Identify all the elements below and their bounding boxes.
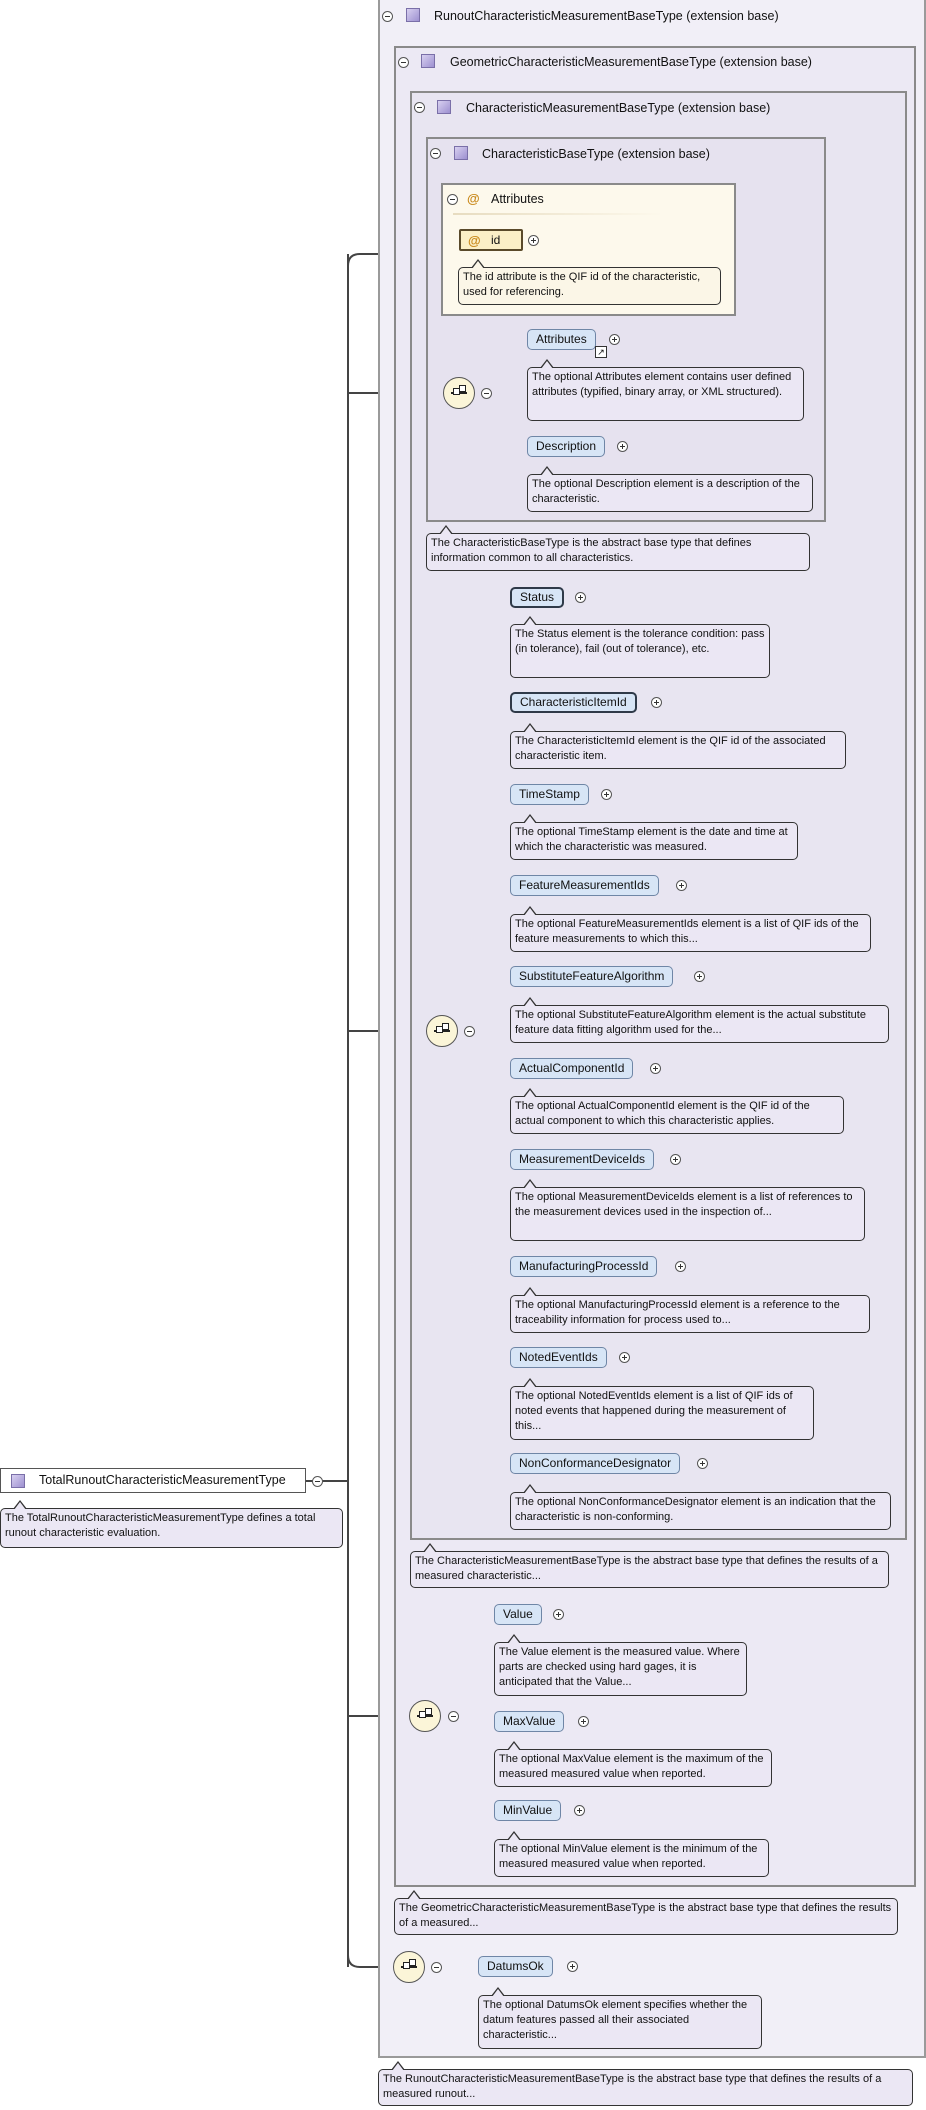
expand-element-icon[interactable] — [651, 697, 662, 708]
element-actual-component-id[interactable]: ActualComponentId — [510, 1058, 634, 1079]
root-type-box[interactable]: TotalRunoutCharacteristicMeasurementType — [0, 1468, 306, 1493]
element-feature-measurement-ids[interactable]: FeatureMeasurementIds — [510, 875, 659, 896]
geometric-box-title: GeometricCharacteristicMeasurementBaseTy… — [450, 55, 812, 69]
element-status-doc: The Status element is the tolerance cond… — [510, 616, 770, 678]
id-attribute-label: id — [491, 233, 501, 247]
element-min-value[interactable]: MinValue — [494, 1800, 562, 1821]
expand-element-icon[interactable] — [676, 880, 687, 891]
expand-element-icon[interactable] — [650, 1063, 661, 1074]
expand-element-icon[interactable] — [617, 441, 628, 452]
element-datums-ok-doc: The optional DatumsOk element specifies … — [478, 1987, 762, 2049]
attributes-title-separator — [453, 213, 663, 215]
element-characteristic-item-id[interactable]: CharacteristicItemId — [510, 692, 637, 713]
element-noted-event-ids-doc: The optional NotedEventIds element is a … — [510, 1378, 814, 1440]
expand-element-icon[interactable] — [609, 334, 620, 345]
complex-type-icon — [454, 146, 468, 160]
base-box-title: CharacteristicBaseType (extension base) — [482, 147, 710, 161]
element-description-doc: The optional Description element is a de… — [527, 466, 813, 512]
complex-type-icon — [11, 1474, 25, 1488]
element-attributes[interactable]: Attributes — [527, 329, 596, 350]
id-attribute-doc: The id attribute is the QIF id of the ch… — [458, 259, 721, 305]
element-manufacturing-process-id[interactable]: ManufacturingProcessId — [510, 1256, 658, 1277]
element-timestamp-doc: The optional TimeStamp element is the da… — [510, 814, 798, 860]
collapse-sequence-icon[interactable] — [448, 1711, 459, 1722]
collapse-root-icon[interactable] — [312, 1476, 323, 1487]
element-measurement-device-ids-doc: The optional MeasurementDeviceIds elemen… — [510, 1179, 865, 1241]
expand-element-icon[interactable] — [697, 1458, 708, 1469]
element-description[interactable]: Description — [527, 436, 606, 457]
expand-element-icon[interactable] — [553, 1609, 564, 1620]
element-value-doc: The Value element is the measured value.… — [494, 1634, 747, 1696]
element-max-value-doc: The optional MaxValue element is the max… — [494, 1741, 772, 1787]
element-substitute-feature-algorithm-doc: The optional SubstituteFeatureAlgorithm … — [510, 997, 889, 1043]
element-manufacturing-process-id-doc: The optional ManufacturingProcessId elem… — [510, 1287, 870, 1333]
runout-box-doc: The RunoutCharacteristicMeasurementBaseT… — [378, 2061, 913, 2106]
attribute-at-icon: @ — [468, 233, 481, 248]
sequence-compositor-icon[interactable] — [409, 1700, 441, 1732]
expand-element-icon[interactable] — [675, 1261, 686, 1272]
element-noted-event-ids[interactable]: NotedEventIds — [510, 1347, 607, 1368]
expand-id-icon[interactable] — [528, 235, 539, 246]
reference-link-icon[interactable]: ↗ — [595, 346, 607, 358]
element-feature-measurement-ids-doc: The optional FeatureMeasurementIds eleme… — [510, 906, 871, 952]
expand-element-icon[interactable] — [574, 1805, 585, 1816]
element-measurement-device-ids[interactable]: MeasurementDeviceIds — [510, 1149, 655, 1170]
element-non-conformance-designator[interactable]: NonConformanceDesignator — [510, 1453, 681, 1474]
expand-element-icon[interactable] — [694, 971, 705, 982]
element-datums-ok[interactable]: DatumsOk — [478, 1956, 553, 1977]
collapse-runout-icon[interactable] — [382, 11, 393, 22]
expand-element-icon[interactable] — [578, 1716, 589, 1727]
base-box-doc: The CharacteristicBaseType is the abstra… — [426, 525, 810, 571]
measurement-box-doc: The CharacteristicMeasurementBaseType is… — [410, 1543, 889, 1588]
complex-type-icon — [406, 8, 420, 22]
complex-type-icon — [437, 100, 451, 114]
collapse-sequence-icon[interactable] — [431, 1962, 442, 1973]
element-value[interactable]: Value — [494, 1604, 542, 1625]
geometric-box-doc: The GeometricCharacteristicMeasurementBa… — [394, 1890, 898, 1935]
id-attribute[interactable]: @ id — [459, 229, 523, 251]
expand-element-icon[interactable] — [670, 1154, 681, 1165]
element-non-conformance-designator-doc: The optional NonConformanceDesignator el… — [510, 1484, 891, 1530]
complex-type-icon — [421, 54, 435, 68]
sequence-compositor-icon[interactable] — [393, 1951, 425, 1983]
root-type-label: TotalRunoutCharacteristicMeasurementType — [39, 1473, 286, 1487]
attributes-group: @ Attributes @ id The id attribute is th… — [441, 183, 736, 316]
element-status[interactable]: Status — [510, 587, 565, 608]
element-timestamp[interactable]: TimeStamp — [510, 784, 589, 805]
element-max-value[interactable]: MaxValue — [494, 1711, 565, 1732]
element-actual-component-id-doc: The optional ActualComponentId element i… — [510, 1088, 844, 1134]
expand-element-icon[interactable] — [619, 1352, 630, 1363]
collapse-measurement-icon[interactable] — [414, 102, 425, 113]
attributes-group-title: Attributes — [491, 192, 544, 206]
collapse-attributes-icon[interactable] — [447, 194, 458, 205]
expand-element-icon[interactable] — [575, 592, 586, 603]
element-substitute-feature-algorithm[interactable]: SubstituteFeatureAlgorithm — [510, 966, 674, 987]
attribute-at-icon: @ — [467, 191, 480, 206]
element-min-value-doc: The optional MinValue element is the min… — [494, 1831, 769, 1877]
runout-box-title: RunoutCharacteristicMeasurementBaseType … — [434, 9, 779, 23]
expand-element-icon[interactable] — [567, 1961, 578, 1972]
element-attributes-doc: The optional Attributes element contains… — [527, 359, 804, 421]
expand-element-icon[interactable] — [601, 789, 612, 800]
sequence-compositor-icon[interactable] — [426, 1015, 458, 1047]
collapse-base-icon[interactable] — [430, 148, 441, 159]
element-characteristic-item-id-doc: The CharacteristicItemId element is the … — [510, 723, 846, 769]
root-type-doc: The TotalRunoutCharacteristicMeasurement… — [0, 1500, 343, 1548]
collapse-sequence-icon[interactable] — [464, 1026, 475, 1037]
collapse-geometric-icon[interactable] — [398, 57, 409, 68]
measurement-box-title: CharacteristicMeasurementBaseType (exten… — [466, 101, 771, 115]
sequence-compositor-icon[interactable] — [443, 377, 475, 409]
collapse-sequence-icon[interactable] — [481, 388, 492, 399]
